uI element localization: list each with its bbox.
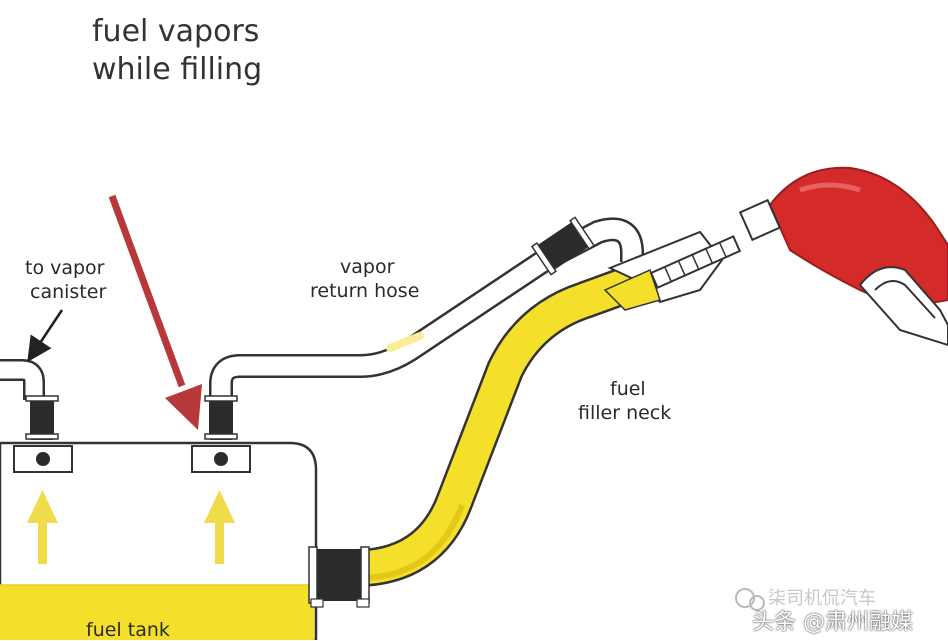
label-fuel-tank: fuel tank bbox=[86, 619, 170, 641]
label-vapor-return-hose-1: vapor bbox=[340, 256, 395, 278]
label-to-vapor-canister-2: canister bbox=[30, 281, 107, 303]
label-fuel-filler-neck-2: filler neck bbox=[578, 402, 672, 424]
wechat-icon bbox=[735, 588, 765, 611]
label-to-vapor-canister-1: to vapor bbox=[25, 257, 105, 279]
vent-valve-left bbox=[13, 445, 73, 473]
nozzle-trigger-guard bbox=[858, 266, 948, 347]
diagram-title-line-2: while filling bbox=[92, 52, 263, 87]
canister-leader-line bbox=[27, 309, 64, 363]
fuel-nozzle bbox=[649, 166, 948, 347]
vent-valve-right bbox=[191, 445, 251, 473]
vapor-up-arrow-left bbox=[27, 490, 58, 564]
diagram-title-line-1: fuel vapors bbox=[92, 14, 260, 49]
canister-vent-pipe bbox=[0, 359, 59, 440]
watermark-lower: 头条 @肃州融媒 bbox=[752, 610, 913, 635]
fuel-filler-neck bbox=[308, 230, 724, 608]
vapor-up-arrow-right bbox=[204, 490, 235, 564]
red-pointer-arrow bbox=[108, 194, 202, 430]
fuel-tank bbox=[0, 441, 318, 640]
vapor-return-hose bbox=[204, 216, 644, 440]
label-vapor-return-hose-2: return hose bbox=[310, 280, 420, 302]
label-fuel-filler-neck-1: fuel bbox=[610, 378, 646, 400]
fuel-level bbox=[0, 585, 315, 640]
vapor-flow-hint bbox=[386, 332, 424, 352]
watermark-upper: 柒司机侃汽车 bbox=[768, 588, 876, 609]
